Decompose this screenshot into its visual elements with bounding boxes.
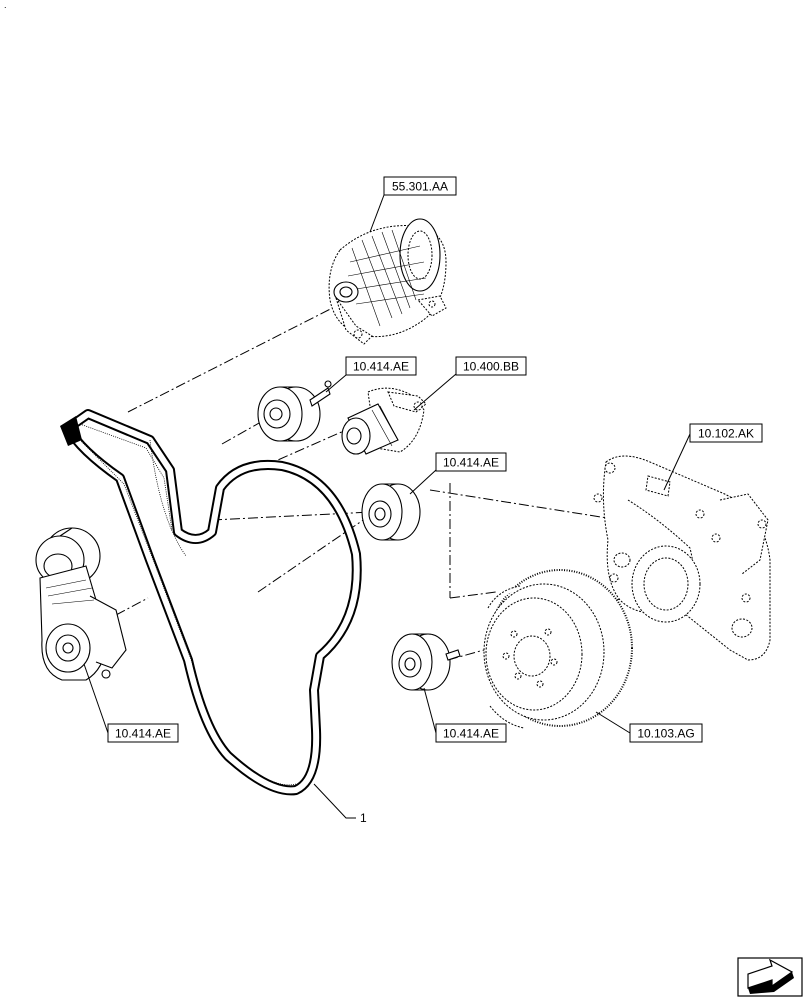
callout-idler-upper: 10.414.AE [345, 356, 417, 376]
callout-damper: 10.103.AG [629, 723, 703, 743]
svg-text:55.301.AA: 55.301.AA [392, 180, 448, 194]
callout-water-pump: 10.400.BB [455, 356, 527, 376]
callout-front-cover: 10.102.AK [689, 423, 763, 443]
crankshaft-damper[interactable] [483, 569, 633, 729]
idler-pulley-upper[interactable] [257, 380, 332, 442]
svg-text:10.414.AE: 10.414.AE [443, 727, 499, 741]
engine-front-cover[interactable] [593, 455, 771, 661]
belt-tensioner[interactable] [35, 527, 127, 681]
svg-text:10.414.AE: 10.414.AE [115, 727, 171, 741]
callout-tensioner: 10.414.AE [107, 723, 179, 743]
svg-text:10.102.AK: 10.102.AK [698, 427, 754, 441]
idler-pulley-middle[interactable] [361, 483, 421, 541]
water-pump[interactable] [341, 387, 427, 455]
idler-pulley-lower[interactable] [391, 633, 461, 691]
svg-text:10.103.AG: 10.103.AG [637, 727, 694, 741]
corner-mark: . [4, 0, 7, 10]
serpentine-belt[interactable] [60, 409, 362, 796]
callout-idler-lower: 10.414.AE [435, 723, 507, 743]
callout-belt: 1 [360, 811, 367, 825]
svg-text:10.414.AE: 10.414.AE [443, 456, 499, 470]
svg-text:10.400.BB: 10.400.BB [463, 360, 519, 374]
callout-alternator: 55.301.AA [383, 176, 457, 196]
svg-text:10.414.AE: 10.414.AE [353, 360, 409, 374]
svg-text:1: 1 [360, 811, 367, 825]
leader-lines [83, 194, 691, 819]
callout-idler-middle: 10.414.AE [435, 452, 507, 472]
next-page-arrow-icon[interactable] [737, 957, 803, 997]
alternator[interactable] [328, 218, 447, 345]
